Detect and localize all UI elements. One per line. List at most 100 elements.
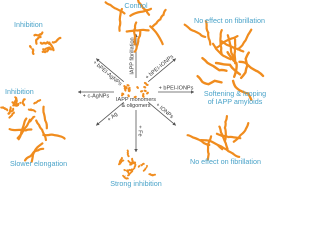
fibril xyxy=(214,61,242,76)
fibril xyxy=(51,36,62,44)
fibril xyxy=(33,99,42,105)
arrow-label-up-right: + bPEI-IONPs xyxy=(145,54,176,81)
fibril xyxy=(133,161,137,170)
fibril xyxy=(104,1,126,15)
fibril xyxy=(35,35,42,45)
fibrils-slower-elongation xyxy=(8,105,66,163)
fibrillation-diagram: IAPP fibrillation + bPEI-IONPs + bPEI-IONP… xyxy=(0,0,265,180)
monomer xyxy=(140,90,144,93)
fibril xyxy=(236,28,253,51)
arrow-left xyxy=(78,90,114,94)
fibril xyxy=(21,98,26,107)
label-no-effect-bottom: No effect on fibrillation xyxy=(190,157,261,166)
fibril xyxy=(129,7,153,17)
monomer xyxy=(136,86,139,89)
center-label-line1: IAPP monomers xyxy=(116,97,156,103)
label-inhibition-top-left: Inhibition xyxy=(14,20,43,29)
fibril xyxy=(118,159,125,166)
arrow-down-left xyxy=(95,101,125,126)
fibrils-no-effect-top xyxy=(183,20,253,65)
fibril xyxy=(217,144,241,158)
fibril xyxy=(118,7,123,32)
monomer xyxy=(124,88,127,92)
label-softening: Softening & looping of IAPP amyloids xyxy=(203,89,267,106)
fibrils-inhibition-top-left xyxy=(28,31,62,55)
fibrils-no-effect-bottom xyxy=(186,115,250,161)
fibril xyxy=(42,105,48,130)
fibril xyxy=(133,29,142,53)
arrow-up-left xyxy=(95,58,125,83)
fibrils-control xyxy=(104,0,167,53)
fibril xyxy=(125,28,150,33)
fibril xyxy=(232,122,250,143)
arrow-label-right: + bPEI-IONPs xyxy=(159,85,194,91)
monomer xyxy=(128,89,131,93)
fibril xyxy=(239,51,250,80)
fibril xyxy=(215,132,242,140)
arrow-right xyxy=(158,90,194,94)
fibril xyxy=(35,119,47,142)
monomer xyxy=(146,91,149,95)
fibril xyxy=(42,46,53,51)
fibril xyxy=(231,79,253,101)
fibril xyxy=(151,8,167,28)
fibril xyxy=(233,38,237,65)
label-slower-elongation: Slower elongation xyxy=(10,159,68,168)
fibril xyxy=(47,41,55,52)
label-strong-inhibition: Strong inhibition xyxy=(110,179,162,188)
arrow-label-down-left: + Ag xyxy=(107,111,119,123)
fibril xyxy=(27,107,37,113)
fibrils-strong-inhibition xyxy=(118,149,156,180)
fibril xyxy=(28,115,36,123)
monomer xyxy=(133,95,137,99)
fibril xyxy=(148,173,156,177)
center-label-line2: & oligomers xyxy=(121,103,151,109)
monomer xyxy=(127,86,131,90)
fibril xyxy=(183,23,207,38)
label-inhibition-left: Inhibition xyxy=(5,87,34,96)
fibril xyxy=(28,45,35,55)
fibril xyxy=(186,134,211,147)
monomer-cluster xyxy=(121,81,149,99)
fibril xyxy=(122,174,129,180)
fibril xyxy=(219,29,223,56)
arrow-label-up-left: + bPEI-AgNPs xyxy=(92,60,123,88)
fibril xyxy=(218,125,229,151)
fibril xyxy=(136,0,151,16)
monomer xyxy=(121,92,125,96)
fibril xyxy=(8,111,15,119)
fibril xyxy=(196,75,223,86)
monomer xyxy=(127,94,130,98)
fibril xyxy=(137,162,145,168)
fibril xyxy=(13,101,22,107)
fibrils-softening xyxy=(196,51,265,101)
fibril xyxy=(126,168,135,172)
fibrils-inhibition-left xyxy=(0,96,42,123)
arrow-label-left: + c-AgNPs xyxy=(83,93,110,99)
monomer xyxy=(142,92,145,97)
arrow-label-down-right: + IONPs xyxy=(154,102,174,120)
label-no-effect-top: No effect on fibrillation xyxy=(194,16,265,25)
arrow-up-right xyxy=(147,58,177,83)
fibril xyxy=(118,156,123,165)
monomer xyxy=(125,86,128,90)
fibril xyxy=(126,149,131,158)
fibril xyxy=(0,105,9,112)
diagram-stage: IAPP fibrillation + bPEI-IONPs + bPEI-IONP… xyxy=(0,0,267,188)
fibril xyxy=(127,170,134,177)
arrow-down xyxy=(134,110,138,152)
fibril xyxy=(30,142,44,163)
fibril xyxy=(238,60,265,78)
arrow-down-right xyxy=(147,101,177,126)
fibril xyxy=(142,164,148,172)
fibril xyxy=(204,20,212,46)
monomer xyxy=(126,84,130,87)
fibril xyxy=(123,169,130,175)
arrow-label-up: IAPP fibrillation xyxy=(129,37,135,74)
monomer xyxy=(123,85,127,88)
monomer xyxy=(145,83,149,86)
fibril xyxy=(220,40,245,53)
fibril xyxy=(149,25,164,46)
monomer xyxy=(143,86,147,89)
fibril xyxy=(8,128,33,132)
